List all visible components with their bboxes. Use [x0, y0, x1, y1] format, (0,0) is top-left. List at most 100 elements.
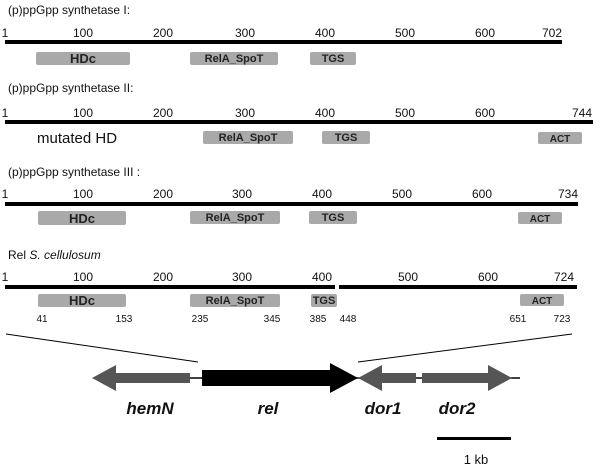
tick-label: 300: [232, 270, 252, 284]
scale-bar-label: 1 kb: [464, 452, 489, 467]
tick-label: 500: [395, 106, 415, 120]
tick-label: 100: [73, 106, 93, 120]
protein-bar-1: [5, 40, 562, 44]
track-title-2: (p)ppGpp synthetase II:: [8, 81, 133, 95]
domain-label-tgs-2: TGS: [335, 132, 358, 144]
domain-label-tgs-4: TGS: [313, 295, 336, 307]
scale-bar: [437, 437, 511, 440]
domain-act-3: [518, 212, 562, 224]
domain-act-2: [538, 132, 582, 144]
tick-label: 300: [235, 106, 255, 120]
domain-label-tgs-1: TGS: [322, 53, 345, 65]
position-label: 153: [116, 314, 133, 325]
tick-label: 400: [312, 187, 332, 201]
domain-label-relaspot-4: RelA_SpoT: [206, 295, 265, 307]
position-label: 235: [192, 314, 209, 325]
domain-tgs-1: [310, 52, 356, 65]
tick-label: 1: [2, 26, 9, 40]
domain-label-act-4: ACT: [532, 296, 553, 307]
domain-label-mutated-hd: mutated HD: [37, 130, 117, 147]
tick-label: 200: [153, 187, 173, 201]
domain-relaspot-4: [190, 294, 280, 307]
gene-map: hemN rel dor1 dor2: [92, 363, 520, 418]
gene-arrow-hemn: [92, 365, 190, 391]
tick-label: 1: [2, 270, 9, 284]
tick-label: 1: [2, 106, 9, 120]
tick-label: 600: [472, 187, 492, 201]
tick-label: 100: [73, 187, 93, 201]
tick-label: 744: [572, 106, 592, 120]
tick-label: 200: [153, 270, 173, 284]
position-label: 385: [310, 314, 327, 325]
gene-arrow-rel: [202, 363, 358, 393]
domain-relaspot-3: [190, 211, 280, 224]
tick-label: 400: [315, 106, 335, 120]
track-rel-s-cellulosum: Rel S. cellulosum 1 100 200 300 400 500 …: [2, 248, 577, 325]
tick-label: 500: [398, 270, 418, 284]
domain-hdc-3: [38, 211, 126, 225]
position-label: 651: [510, 314, 527, 325]
tick-label: 734: [558, 187, 578, 201]
tick-label: 1: [2, 187, 9, 201]
tick-labels-2: 1 100 200 300 400 500 600 744: [2, 106, 593, 120]
domain-hdc-4: [38, 294, 126, 307]
domain-label-relaspot-3: RelA_SpoT: [206, 212, 265, 224]
domain-relaspot-2: [203, 131, 293, 144]
tick-label: 200: [153, 106, 173, 120]
tick-labels-1: 1 100 200 300 400 500 600 702: [2, 26, 563, 40]
gene-label-dor1: dor1: [365, 399, 402, 418]
track-title-3: (p)ppGpp synthetase III :: [8, 165, 140, 179]
gene-arrow-dor1: [358, 365, 416, 391]
domain-tgs-4: [311, 294, 337, 307]
gene-label-dor2: dor2: [439, 399, 476, 418]
zoom-line-left: [5, 333, 199, 363]
domain-tgs-3: [309, 211, 357, 224]
tick-label: 724: [554, 270, 574, 284]
tick-label: 200: [153, 26, 173, 40]
protein-bar-4-right: [339, 285, 577, 289]
gene-arrow-dor2: [422, 365, 512, 391]
gene-label-rel: rel: [258, 399, 280, 418]
track-synthetase-2: (p)ppGpp synthetase II: 1 100 200 300 40…: [2, 81, 593, 147]
position-label: 345: [264, 314, 281, 325]
tick-labels-3: 1 100 200 300 400 500 600 734: [2, 187, 579, 201]
tick-label: 400: [312, 270, 332, 284]
position-label: 723: [554, 314, 571, 325]
tick-label: 100: [73, 26, 93, 40]
domain-relaspot-1: [190, 52, 278, 65]
domain-label-act-3: ACT: [530, 214, 551, 225]
track-synthetase-3: (p)ppGpp synthetase III : 1 100 200 300 …: [2, 165, 579, 226]
domain-label-tgs-3: TGS: [322, 212, 345, 224]
track-title-prefix: Rel: [8, 248, 29, 262]
domain-label-act-2: ACT: [550, 134, 571, 145]
tick-labels-4: 1 100 200 300 400 500 600 724: [2, 270, 575, 284]
position-label: 41: [36, 314, 48, 325]
tick-label: 500: [392, 187, 412, 201]
domain-label-relaspot-1: RelA_SpoT: [205, 53, 264, 65]
track-title-species: S. cellulosum: [29, 248, 100, 262]
tick-label: 702: [542, 26, 562, 40]
domain-label-hdc-1: HDc: [70, 51, 96, 66]
track-title-1: (p)ppGpp synthetase I:: [8, 3, 130, 17]
domain-label-hdc-4: HDc: [69, 293, 95, 308]
domain-hdc-1: [36, 52, 130, 65]
tick-label: 300: [232, 187, 252, 201]
domain-tgs-2: [322, 131, 370, 144]
domain-label-relaspot-2: RelA_SpoT: [219, 132, 278, 144]
protein-bar-2: [5, 120, 593, 124]
tick-label: 600: [478, 270, 498, 284]
protein-bar-4-left: [5, 285, 335, 289]
position-labels: 41 153 235 345 385 448 651 723: [36, 314, 570, 325]
gene-label-hemn: hemN: [126, 399, 174, 418]
position-label: 448: [340, 314, 357, 325]
tick-label: 600: [475, 26, 495, 40]
track-title-4: Rel S. cellulosum: [8, 248, 101, 262]
tick-label: 500: [395, 26, 415, 40]
zoom-line-right: [357, 333, 573, 363]
domain-act-4: [520, 294, 564, 306]
tick-label: 100: [73, 270, 93, 284]
track-synthetase-1: (p)ppGpp synthetase I: 1 100 200 300 400…: [2, 3, 563, 66]
protein-bar-3: [5, 202, 578, 206]
tick-label: 400: [315, 26, 335, 40]
